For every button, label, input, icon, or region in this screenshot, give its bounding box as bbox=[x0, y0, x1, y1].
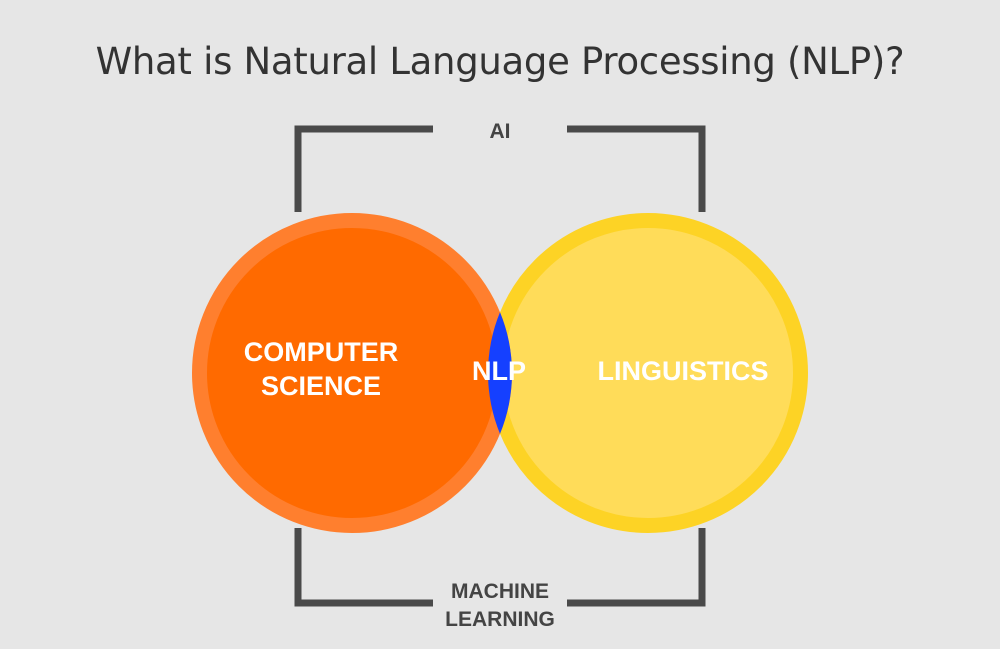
frame-top-right bbox=[567, 125, 706, 212]
frame-bottom-right bbox=[567, 528, 706, 607]
linguistics-label: LINGUISTICS bbox=[597, 356, 768, 386]
machine-learning-label-line2: LEARNING bbox=[445, 608, 555, 631]
machine-learning-label-line1: MACHINE bbox=[451, 580, 549, 603]
ai-frame bbox=[294, 125, 706, 607]
page-title: What is Natural Language Processing (NLP… bbox=[95, 40, 905, 83]
computer-science-label-line2: SCIENCE bbox=[261, 371, 381, 401]
computer-science-label-line1: COMPUTER bbox=[244, 337, 399, 367]
nlp-label: NLP bbox=[472, 356, 526, 386]
frame-top-left bbox=[294, 125, 433, 212]
ai-label: AI bbox=[490, 120, 511, 143]
frame-bottom-left bbox=[294, 528, 433, 607]
